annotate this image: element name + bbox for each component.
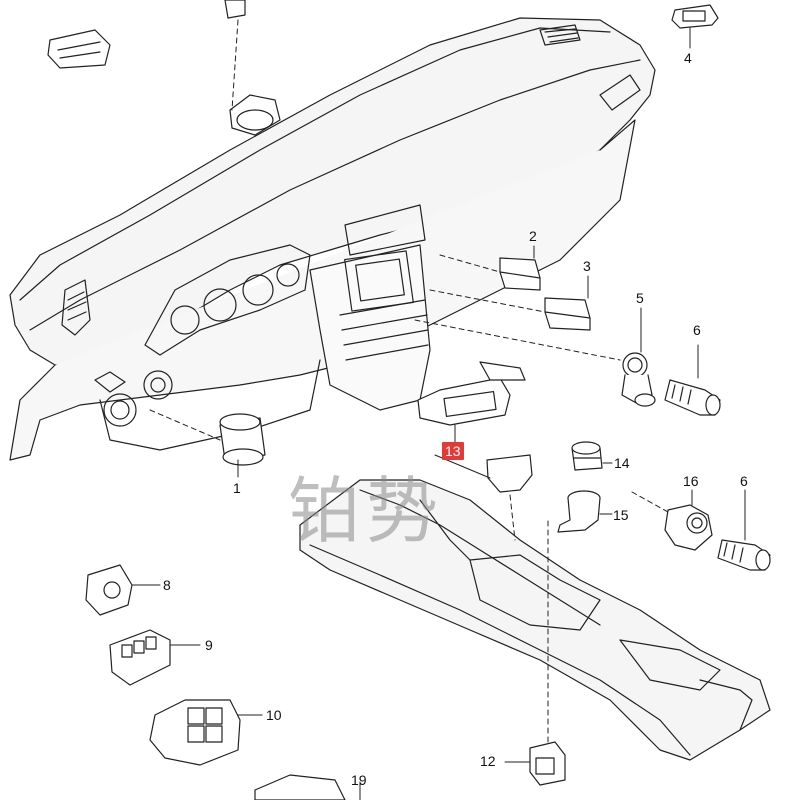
callout-9[interactable]: 9 [205, 637, 213, 653]
callout-5[interactable]: 5 [636, 290, 644, 306]
callout-14[interactable]: 14 [614, 455, 630, 471]
callout-3[interactable]: 3 [583, 258, 591, 274]
part-shapes [47, 0, 771, 800]
callout-15[interactable]: 15 [613, 507, 629, 523]
callout-12[interactable]: 12 [480, 753, 496, 769]
callout-4[interactable]: 4 [684, 50, 692, 66]
center-console-shape [299, 479, 771, 761]
callout-19[interactable]: 19 [351, 772, 367, 788]
watermark-text: 铂势 [288, 469, 445, 553]
callout-2[interactable]: 2 [529, 228, 537, 244]
callout-1[interactable]: 1 [233, 480, 241, 496]
callout-13-highlighted[interactable]: 13 [442, 442, 464, 460]
dashboard-shape [9, 17, 656, 461]
leader-lines [131, 19, 746, 800]
callout-10[interactable]: 10 [266, 707, 282, 723]
callout-6-lower[interactable]: 6 [740, 473, 748, 489]
callout-6-upper[interactable]: 6 [693, 322, 701, 338]
callout-8[interactable]: 8 [163, 577, 171, 593]
callout-16[interactable]: 16 [683, 473, 699, 489]
